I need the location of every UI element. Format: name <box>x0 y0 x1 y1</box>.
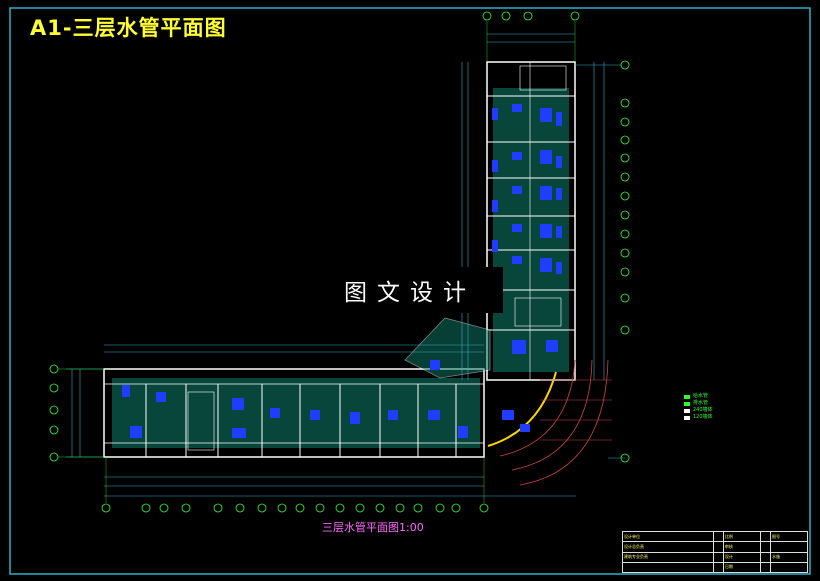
legend-item: 给水管 <box>684 393 713 400</box>
axis-grid <box>58 21 576 503</box>
tb-cell: 水施 <box>769 551 809 563</box>
drawing-title: A1-三层水管平面图 <box>30 16 227 40</box>
tb-cell: 日期 <box>722 561 761 574</box>
tb-cell <box>622 561 714 574</box>
plan-caption: 三层水管平面图1:00 <box>322 521 424 534</box>
tb-cell <box>712 551 724 563</box>
tb-cell: 设计单位 <box>622 530 714 543</box>
drawing-border <box>9 7 811 575</box>
legend-item: 120墙体 <box>684 414 713 421</box>
legend-item: 240墙体 <box>684 407 713 414</box>
tb-cell <box>769 541 809 553</box>
legend: 给水管 排水管 240墙体 120墙体 <box>684 393 713 421</box>
axis-bubbles-bottom <box>101 503 489 513</box>
legend-swatch <box>684 401 690 406</box>
legend-item: 排水管 <box>684 400 713 407</box>
tb-cell <box>759 541 771 553</box>
watermark-label: 图文设计 <box>317 267 503 313</box>
title-block: 设计单位 比例 图号 设计总负责 审核 建筑专业负责 设计 水施 日期 <box>622 530 809 574</box>
tb-cell <box>769 561 809 574</box>
tb-cell <box>759 561 771 574</box>
axis-bubbles-top <box>482 11 580 21</box>
corner-connector <box>404 317 612 486</box>
legend-label: 240墙体 <box>693 407 713 413</box>
tb-cell: 图号 <box>769 530 809 543</box>
tb-cell <box>712 530 724 543</box>
legend-swatch <box>684 408 690 413</box>
dimension-lines <box>66 33 625 497</box>
legend-swatch <box>684 415 690 420</box>
tb-cell <box>712 561 724 574</box>
legend-label: 排水管 <box>693 400 709 406</box>
tb-cell <box>759 551 771 563</box>
axis-bubbles-left <box>49 364 59 462</box>
tb-cell: 比例 <box>722 530 761 543</box>
tb-cell: 设计 <box>722 551 761 563</box>
legend-label: 给水管 <box>693 393 709 399</box>
vertical-wing <box>486 61 576 381</box>
axis-bubbles-right <box>620 60 630 463</box>
tb-cell <box>759 530 771 543</box>
tb-cell: 设计总负责 <box>622 541 714 553</box>
plumbing-fixtures <box>122 104 562 438</box>
legend-label: 120墙体 <box>693 414 713 420</box>
legend-swatch <box>684 394 690 399</box>
horizontal-wing <box>103 368 485 458</box>
tb-cell <box>712 541 724 553</box>
tb-cell: 审核 <box>722 541 761 553</box>
tb-cell: 建筑专业负责 <box>622 551 714 563</box>
